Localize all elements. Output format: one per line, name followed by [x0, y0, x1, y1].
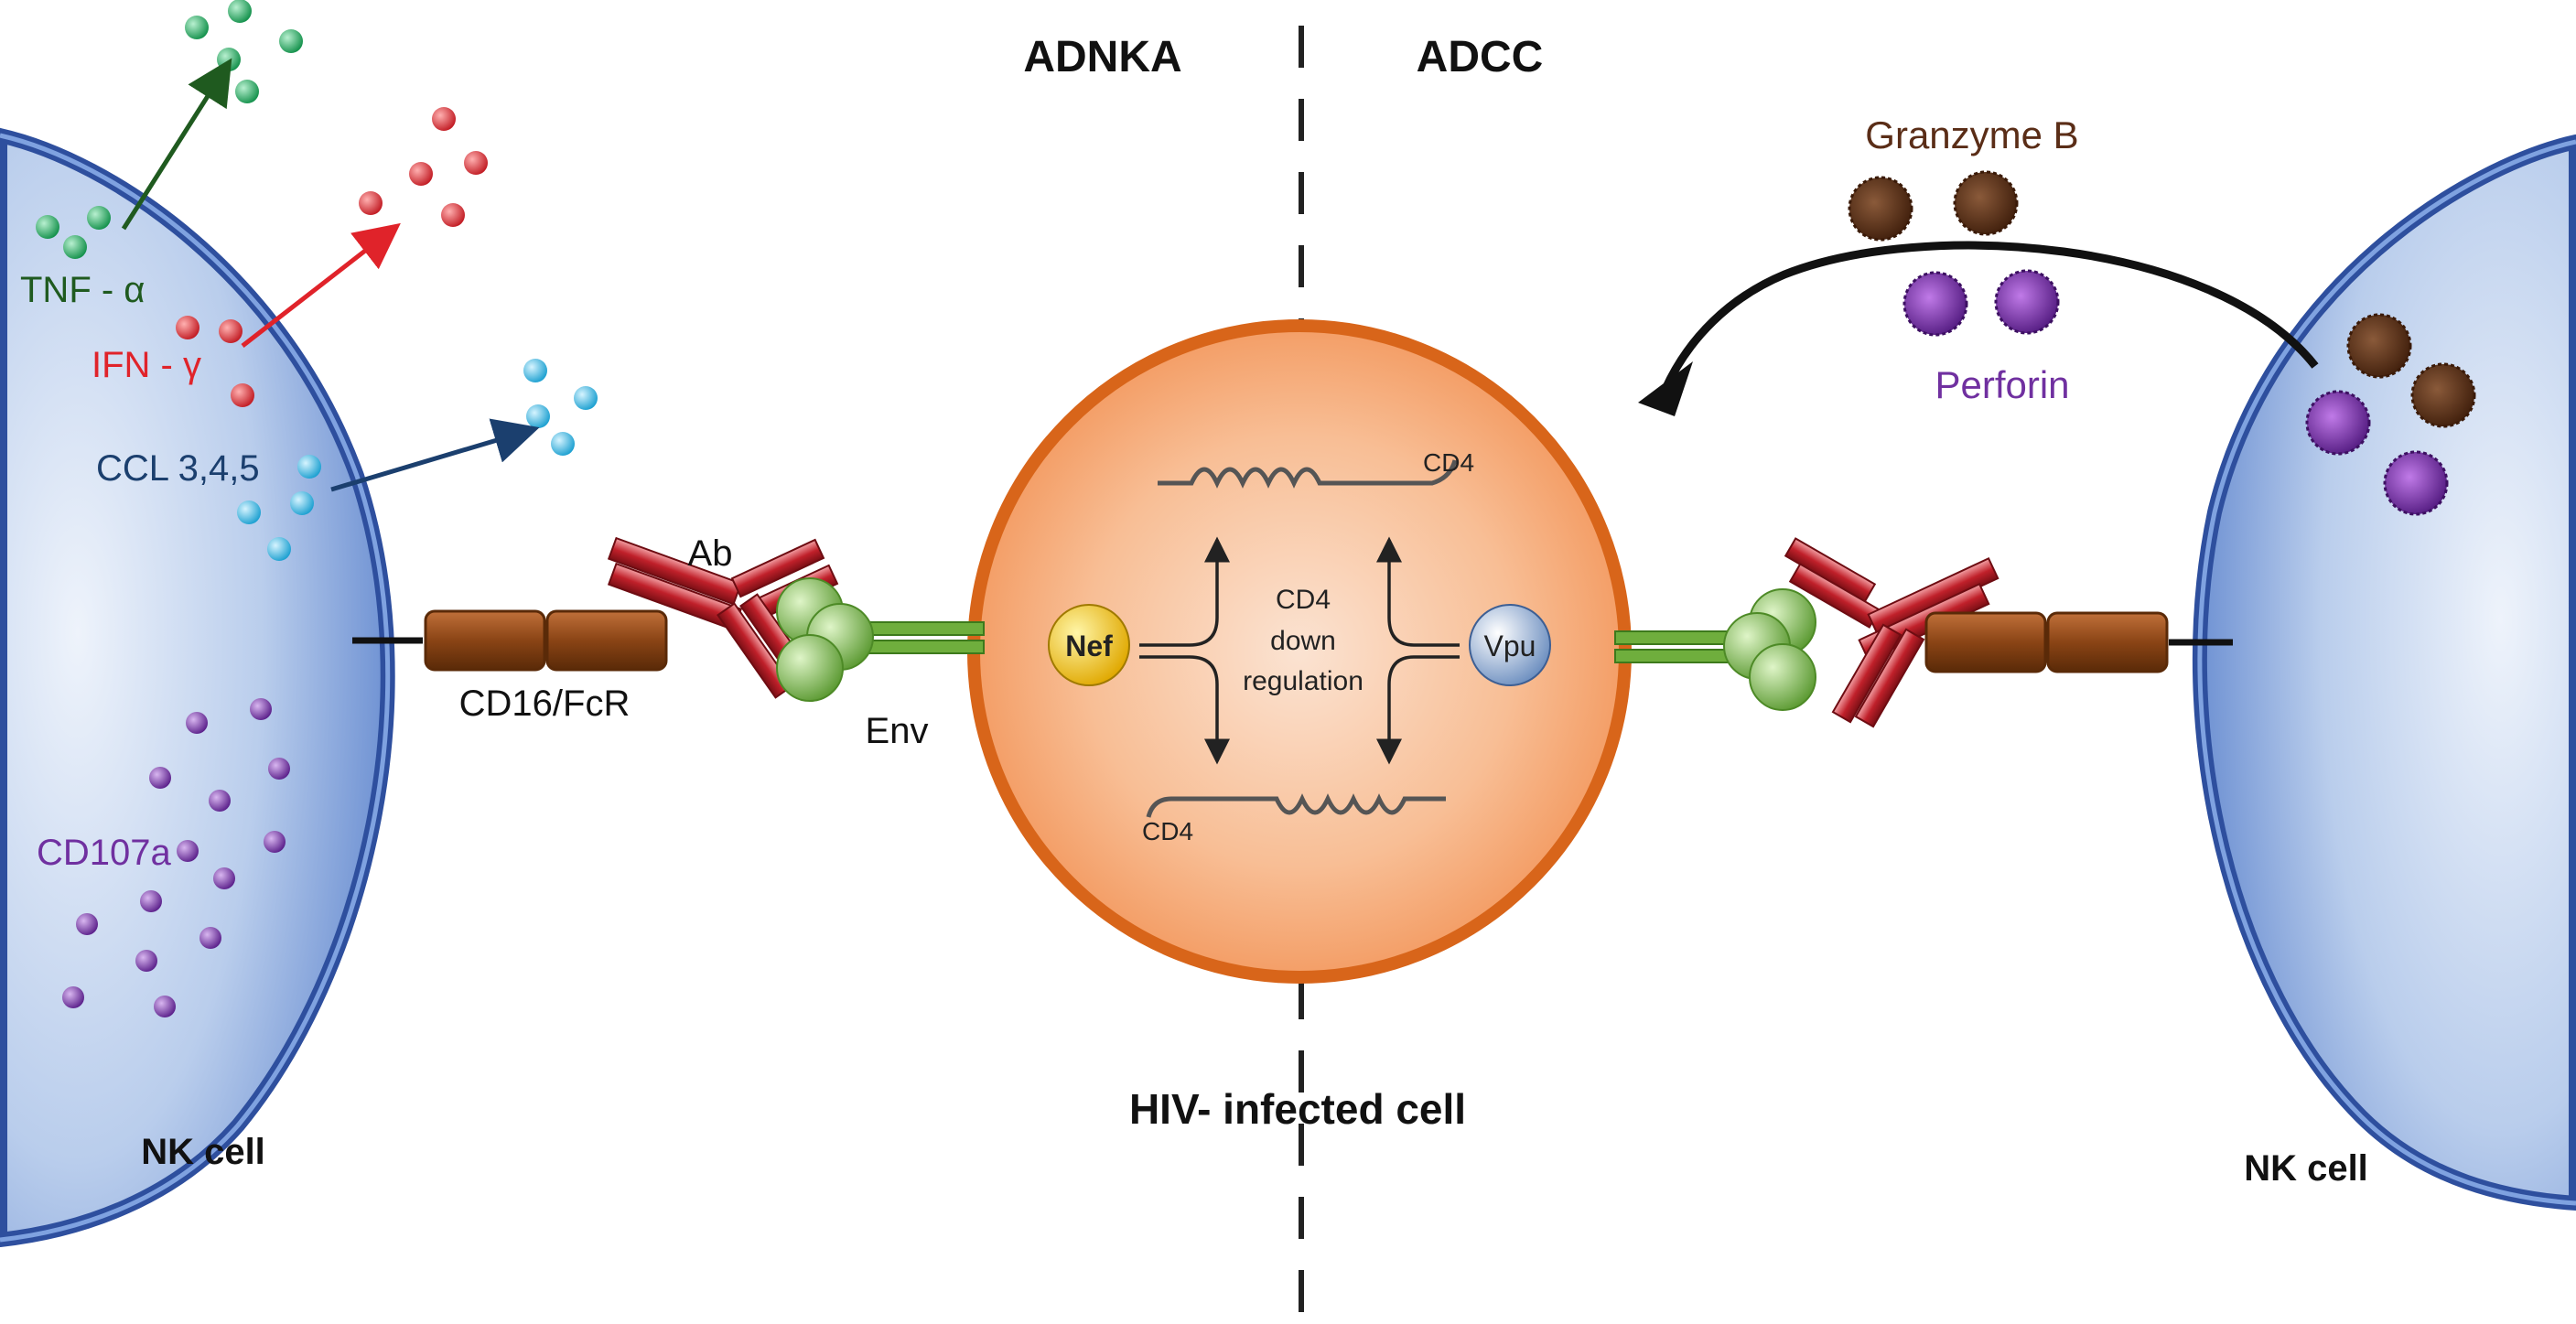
right-env-protein	[1614, 588, 1816, 711]
label-ifn: IFN - γ	[92, 345, 201, 385]
label-tnf: TNF - α	[20, 270, 145, 310]
ifn-particles	[176, 107, 488, 407]
cd4-bottom-gene	[1146, 793, 1446, 818]
nef-protein	[1048, 604, 1130, 686]
ifn-arrow	[241, 222, 401, 348]
release-arrow	[1661, 241, 2319, 391]
label-env: Env	[866, 711, 929, 751]
label-cd16: CD16/FcR	[459, 684, 631, 724]
downregulation-arrows	[1139, 536, 1460, 765]
label-right-nk-cell: NK cell	[2244, 1148, 2368, 1189]
right-antibody	[1784, 537, 1999, 728]
heading-adcc: ADCC	[1417, 33, 1544, 81]
right-nk-cell	[2192, 134, 2576, 1211]
right-cd16-receptor	[1924, 611, 2233, 673]
vpu-protein	[1469, 604, 1551, 686]
label-perforin: Perforin	[1935, 363, 2069, 406]
ccl-arrow	[330, 418, 540, 492]
label-infected-cell: HIV- infected cell	[1129, 1085, 1466, 1133]
left-env-protein	[776, 577, 985, 702]
heading-adnka: ADNKA	[1023, 33, 1181, 81]
label-ccl: CCL 3,4,5	[96, 448, 260, 489]
label-nef: Nef	[1065, 630, 1113, 662]
label-vpu: Vpu	[1484, 630, 1536, 662]
left-nk-cell	[0, 127, 395, 1248]
label-left-nk-cell: NK cell	[141, 1132, 265, 1172]
granzyme-granules	[1848, 170, 2476, 428]
cd4-top-gene	[1158, 459, 1458, 489]
label-granzyme: Granzyme B	[1865, 113, 2078, 156]
label-cd4-top: CD4	[1423, 448, 1474, 477]
label-center-line3: regulation	[1243, 666, 1363, 696]
label-center-line2: down	[1270, 626, 1336, 656]
label-ab: Ab	[688, 533, 733, 574]
label-center-line1: CD4	[1276, 585, 1331, 615]
label-cd107a: CD107a	[37, 833, 172, 873]
release-arrowhead	[1638, 361, 1693, 416]
cd107a-particles	[62, 698, 290, 1017]
label-cd4-bottom: CD4	[1142, 817, 1193, 845]
left-cd16-receptor	[352, 609, 668, 672]
perforin-granules	[1902, 269, 2449, 516]
tnf-arrow	[121, 58, 232, 231]
